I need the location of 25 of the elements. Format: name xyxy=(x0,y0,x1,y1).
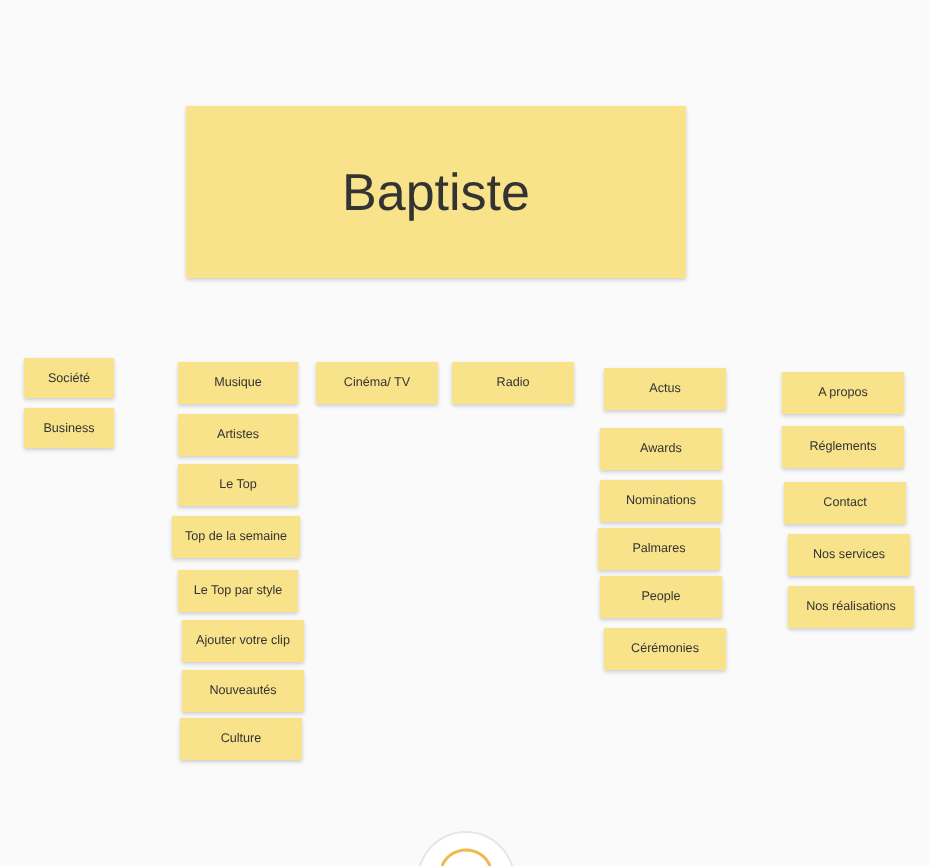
note-title: Baptiste xyxy=(342,161,530,223)
sticky-note xyxy=(178,362,298,404)
sticky-note xyxy=(600,428,722,470)
sticky-note xyxy=(186,106,686,278)
sticky-note xyxy=(600,576,722,618)
sticky-note xyxy=(452,362,574,404)
sticky-note xyxy=(24,358,114,398)
sticky-note xyxy=(788,534,910,576)
sticky-note xyxy=(788,586,914,628)
sticky-note xyxy=(180,718,302,760)
sticky-note xyxy=(598,528,720,570)
sticky-note xyxy=(600,480,722,522)
sticky-note xyxy=(784,482,906,524)
sticky-note xyxy=(182,670,304,712)
sticky-note xyxy=(178,414,298,456)
sticky-note xyxy=(782,426,904,468)
sticky-note xyxy=(316,362,438,404)
sticky-note xyxy=(178,464,298,506)
sticky-note xyxy=(782,372,904,414)
sticky-note xyxy=(182,620,304,662)
sticky-note xyxy=(24,408,114,448)
sticky-note xyxy=(178,570,298,612)
sticky-note xyxy=(172,516,300,558)
sticky-note xyxy=(604,368,726,410)
sticky-note xyxy=(604,628,726,670)
